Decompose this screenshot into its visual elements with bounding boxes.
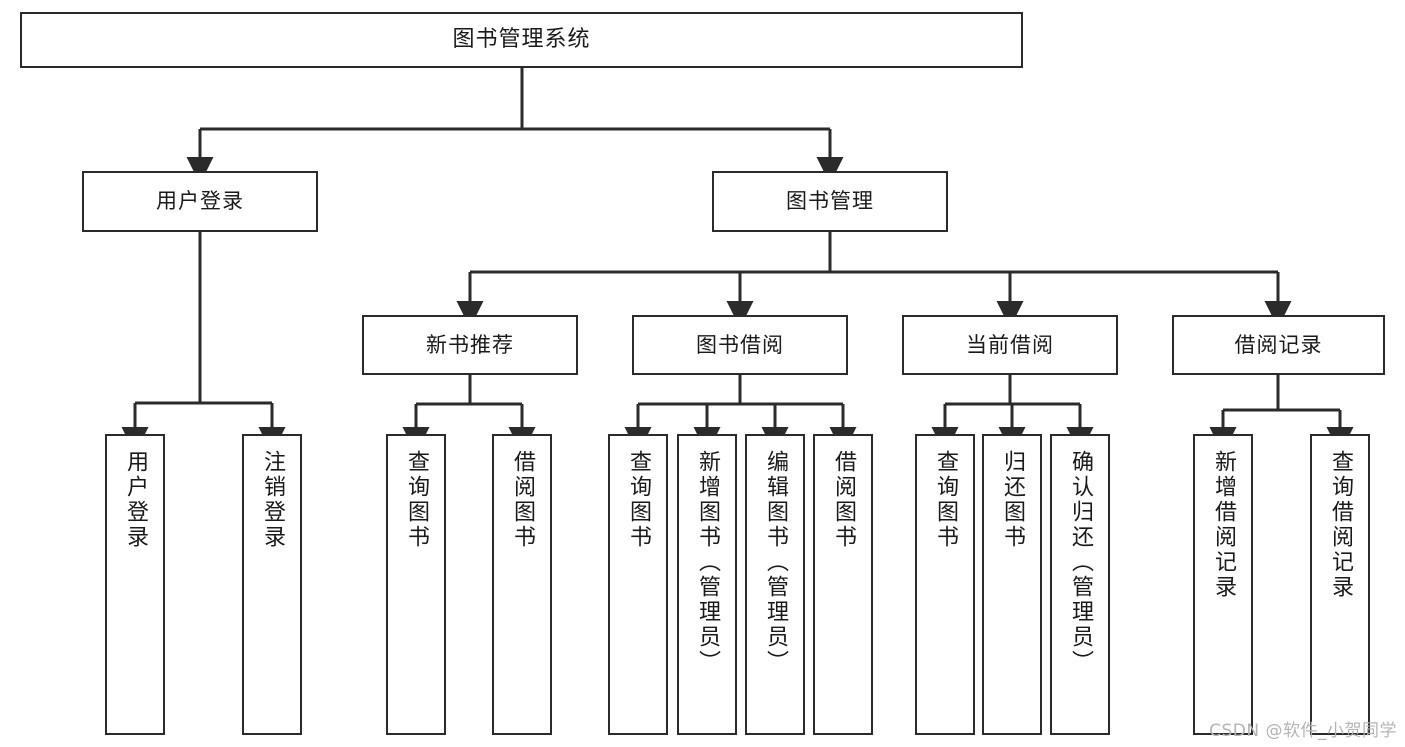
leaf-borrow-record-query[interactable]: 查询借阅记录 xyxy=(1310,434,1370,735)
leaf-user-login-logout[interactable]: 注销登录 xyxy=(242,434,302,735)
node-label: 查询图书 xyxy=(626,450,651,550)
csdn-watermark: CSDN @软件_小贺同学 xyxy=(1209,721,1397,741)
leaf-current-borrow-confirm-return[interactable]: 确认归还（管理员） xyxy=(1050,434,1110,735)
node-label: 当前借阅 xyxy=(966,332,1054,357)
node-label: 新书推荐 xyxy=(426,332,514,357)
node-label: 借阅图书 xyxy=(510,450,535,550)
node-current-borrow[interactable]: 当前借阅 xyxy=(902,315,1118,375)
node-book-borrow[interactable]: 图书借阅 xyxy=(632,315,848,375)
node-root-system[interactable]: 图书管理系统 xyxy=(20,12,1023,68)
leaf-new-book-query[interactable]: 查询图书 xyxy=(386,434,446,735)
node-label: 注销登录 xyxy=(260,450,285,550)
node-label: 确认归还（管理员） xyxy=(1068,450,1093,675)
node-label: 查询图书 xyxy=(404,450,429,550)
node-borrow-record[interactable]: 借阅记录 xyxy=(1172,315,1385,375)
node-label: 借阅记录 xyxy=(1234,332,1323,357)
node-book-management[interactable]: 图书管理 xyxy=(712,171,948,232)
node-label: 归还图书 xyxy=(1000,450,1025,550)
node-label: 新增图书（管理员） xyxy=(695,450,720,675)
node-label: 图书管理 xyxy=(786,189,874,213)
leaf-user-login-login[interactable]: 用户登录 xyxy=(105,434,165,735)
node-label: 新增借阅记录 xyxy=(1211,450,1236,600)
leaf-book-borrow-add[interactable]: 新增图书（管理员） xyxy=(677,434,737,735)
node-label: 编辑图书（管理员） xyxy=(763,450,788,675)
node-label: 查询图书 xyxy=(933,450,958,550)
leaf-current-borrow-return[interactable]: 归还图书 xyxy=(982,434,1042,735)
leaf-borrow-record-add[interactable]: 新增借阅记录 xyxy=(1193,434,1253,735)
node-new-book-recommend[interactable]: 新书推荐 xyxy=(362,315,578,375)
leaf-book-borrow-query[interactable]: 查询图书 xyxy=(608,434,668,735)
leaf-current-borrow-query[interactable]: 查询图书 xyxy=(915,434,975,735)
leaf-new-book-borrow[interactable]: 借阅图书 xyxy=(492,434,552,735)
node-label: 借阅图书 xyxy=(831,450,856,550)
leaf-book-borrow-edit[interactable]: 编辑图书（管理员） xyxy=(745,434,805,735)
node-label: 用户登录 xyxy=(156,189,244,213)
leaf-book-borrow-borrow[interactable]: 借阅图书 xyxy=(813,434,873,735)
node-user-login[interactable]: 用户登录 xyxy=(82,171,318,232)
node-label: 用户登录 xyxy=(123,450,148,550)
node-label: 图书管理系统 xyxy=(452,27,591,52)
node-label: 图书借阅 xyxy=(696,332,784,357)
node-label: 查询借阅记录 xyxy=(1328,450,1353,600)
